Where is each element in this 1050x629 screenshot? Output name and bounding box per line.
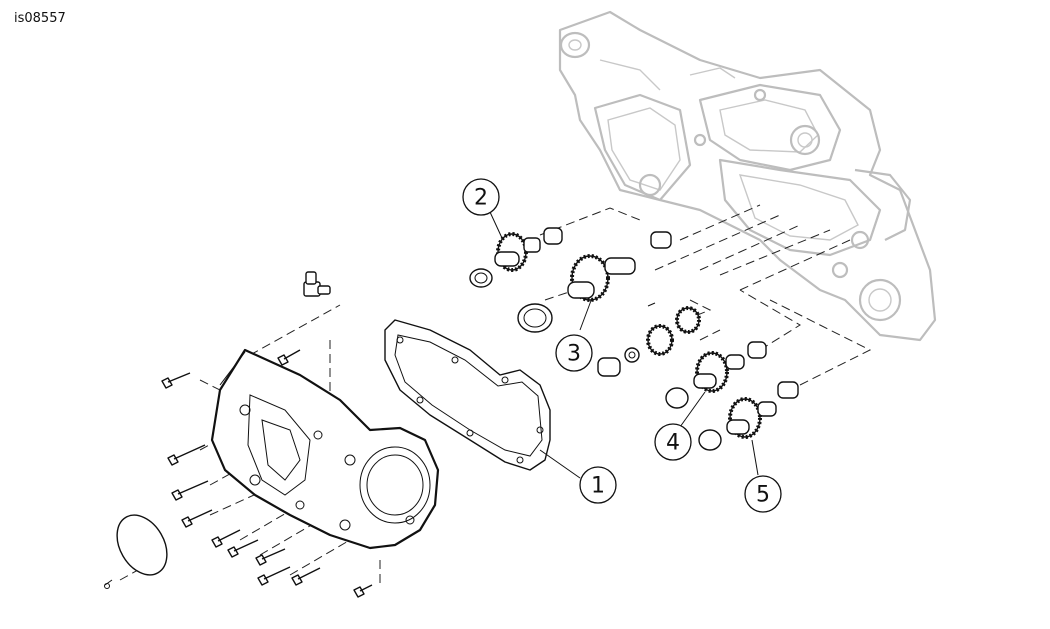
callout-5-label: 5 [756, 483, 770, 508]
callout-4: 4 [654, 423, 692, 461]
cam-cover [210, 348, 440, 550]
callout-1: 1 [579, 466, 617, 504]
callout-2: 2 [462, 178, 500, 216]
callout-3: 3 [555, 334, 593, 372]
oil-fitting [303, 271, 331, 297]
callout-3-label: 3 [567, 342, 581, 367]
cover-bolts [161, 349, 373, 598]
callout-1-label: 1 [591, 474, 605, 499]
gear-assembly-4 [665, 341, 767, 409]
callout-leaders [489, 211, 759, 479]
drawing-id: is08557 [14, 11, 66, 26]
oil-pump-gears [597, 302, 701, 377]
callout-2-label: 2 [474, 186, 488, 211]
gear-assembly-2 [469, 227, 563, 288]
crankcase [558, 10, 937, 342]
inspection-disc [104, 514, 168, 589]
gear-assembly-5 [698, 381, 799, 451]
callout-5: 5 [744, 475, 782, 513]
callout-4-label: 4 [666, 431, 680, 456]
gear-assembly-3 [517, 231, 672, 333]
gasket [384, 319, 551, 471]
